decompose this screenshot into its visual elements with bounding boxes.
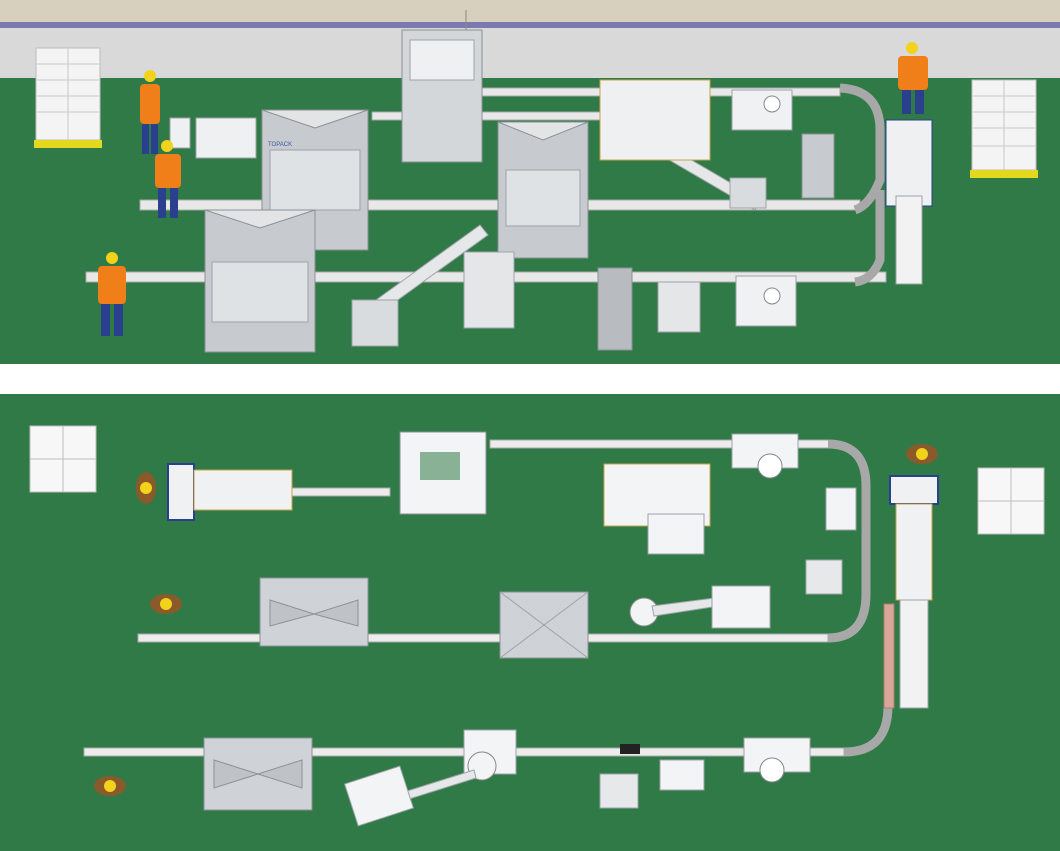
filling-machine-icon [401,10,483,163]
case-packer-icon [599,79,711,161]
sensor [620,744,640,754]
plan-view-panel [0,394,1060,851]
labeling-machine-icon [743,737,811,783]
case-packer-icon [167,463,195,521]
machine-brand-label: TOPACK [268,142,292,148]
filling-machine-icon [399,431,487,515]
worker-icon [136,472,156,504]
worker-icon [98,252,126,336]
machine-base [169,117,191,149]
pallet-icon [977,467,1045,535]
worker-icon [140,70,160,154]
perspective-view-panel: TOPACK [0,0,1060,364]
case-packer-icon [889,475,939,709]
control-cabinet [599,773,639,809]
pallet-icon [970,79,1038,178]
worker-icon [906,444,938,464]
capping-machine-icon [499,591,589,659]
machine-base [647,513,705,555]
control-cabinet [825,487,857,531]
control-cabinet [659,759,705,791]
plan-view-drawing [0,394,1060,851]
filling-machine-icon [259,577,369,647]
worker-icon [150,594,182,614]
pallet-icon [34,47,102,148]
conveyor-icon [827,439,871,643]
worker-icon [898,42,928,114]
case-packer-icon [193,469,293,511]
capping-machine-icon [497,121,589,259]
conveyor-icon [883,603,895,709]
wall-stripe [0,22,1060,28]
labeling-machine-icon [731,89,797,327]
control-cabinet [805,559,843,595]
worker-icon [94,776,126,796]
back-wall [0,28,1060,78]
machine-base [195,117,257,159]
machine-base [463,251,515,329]
cap-elevator-icon [343,729,517,827]
filling-machine-icon [203,737,313,811]
worker-icon [155,140,181,218]
control-cabinet [801,133,835,199]
cap-elevator-icon [629,585,771,629]
ceiling [0,0,1060,22]
conveyor-icon [843,705,893,757]
perspective-view-drawing: TOPACK [0,0,1060,364]
filling-machine-icon [204,209,316,353]
pallet-icon [29,425,97,493]
case-packer-icon [885,119,933,285]
machine-base [657,281,701,333]
control-cabinet [597,267,633,351]
labeling-machine-icon [731,433,799,479]
